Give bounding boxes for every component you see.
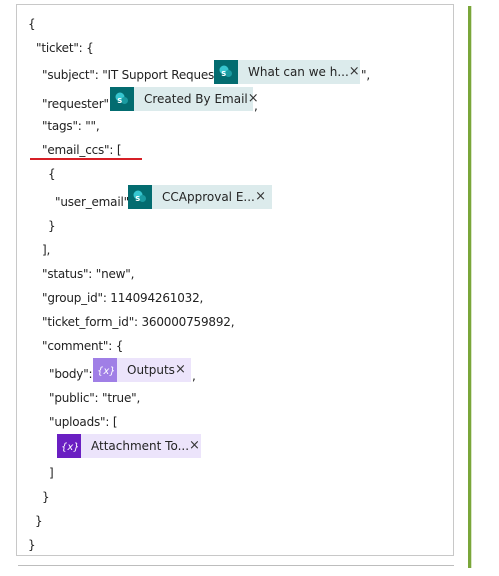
code-line-close: }	[28, 538, 36, 552]
code-line-body-end: ,	[192, 369, 196, 383]
sharepoint-icon: S	[214, 60, 238, 84]
svg-text:S: S	[135, 195, 140, 203]
sharepoint-icon: S	[110, 87, 134, 111]
code-line-requester: "requester":	[42, 97, 113, 111]
code-line-ticket-close: }	[35, 514, 43, 528]
body-token-label: Outputs	[127, 363, 175, 377]
code-line-status: "status": "new",	[42, 267, 135, 281]
code-line-comment-close: }	[42, 490, 50, 504]
svg-text:S: S	[117, 97, 122, 105]
close-icon[interactable]: ×	[189, 438, 200, 453]
code-line-array-close: ],	[42, 243, 51, 257]
email-ccs-red-underline	[30, 158, 142, 160]
code-line-user-email: "user_email":	[55, 195, 133, 209]
code-line-uploads: "uploads": [	[49, 415, 118, 429]
user-email-dynamic-token[interactable]: S CCApproval E... ×	[128, 185, 272, 209]
close-icon[interactable]: ×	[174, 362, 186, 377]
code-line-uploads-close: ]	[49, 466, 54, 480]
svg-text:{x}: {x}	[97, 366, 114, 377]
user-email-token-label: CCApproval E...	[162, 190, 255, 204]
body-expression-token[interactable]: {x} Outputs ×	[93, 358, 191, 382]
code-line-subject-end: ",	[361, 68, 370, 82]
code-line-body: "body":	[49, 367, 93, 381]
panel-accent-shade	[471, 6, 472, 568]
close-icon[interactable]: ×	[247, 91, 259, 106]
code-line-email-ccs: "email_ccs": [	[42, 143, 122, 157]
code-line-group-id: "group_id": 114094261032,	[42, 291, 204, 305]
code-line-array-obj-open: {	[48, 167, 56, 181]
requester-dynamic-token[interactable]: S Created By Email ×	[110, 87, 259, 111]
code-line-tags: "tags": "",	[42, 119, 100, 133]
code-line-array-obj-close: }	[48, 219, 56, 233]
uploads-expression-token[interactable]: {x} Attachment To... ×	[57, 434, 201, 458]
sharepoint-icon: S	[128, 185, 152, 209]
svg-text:S: S	[221, 70, 226, 78]
subject-token-label: What can we h...	[248, 65, 349, 79]
code-line-requester-end: ,	[254, 99, 258, 113]
code-line-comment: "comment": {	[42, 339, 124, 353]
code-line-ticket: "ticket": {	[36, 41, 94, 55]
editor-bottom-divider	[18, 565, 454, 566]
code-line-public: "public": "true",	[49, 391, 141, 405]
requester-token-label: Created By Email	[144, 92, 248, 106]
code-line-ticket-form-id: "ticket_form_id": 360000759892,	[42, 315, 235, 329]
close-icon[interactable]: ×	[348, 64, 360, 79]
uploads-token-label: Attachment To...	[91, 439, 190, 453]
subject-dynamic-token[interactable]: S What can we h... ×	[214, 60, 360, 84]
panel-accent-bar	[468, 6, 471, 568]
expression-icon: {x}	[93, 358, 117, 382]
expression-icon: {x}	[57, 434, 81, 458]
code-line-subject: "subject": "IT Support Request -	[42, 68, 227, 82]
svg-text:{x}: {x}	[61, 442, 78, 453]
code-line-open: {	[28, 17, 36, 31]
close-icon[interactable]: ×	[255, 189, 266, 204]
